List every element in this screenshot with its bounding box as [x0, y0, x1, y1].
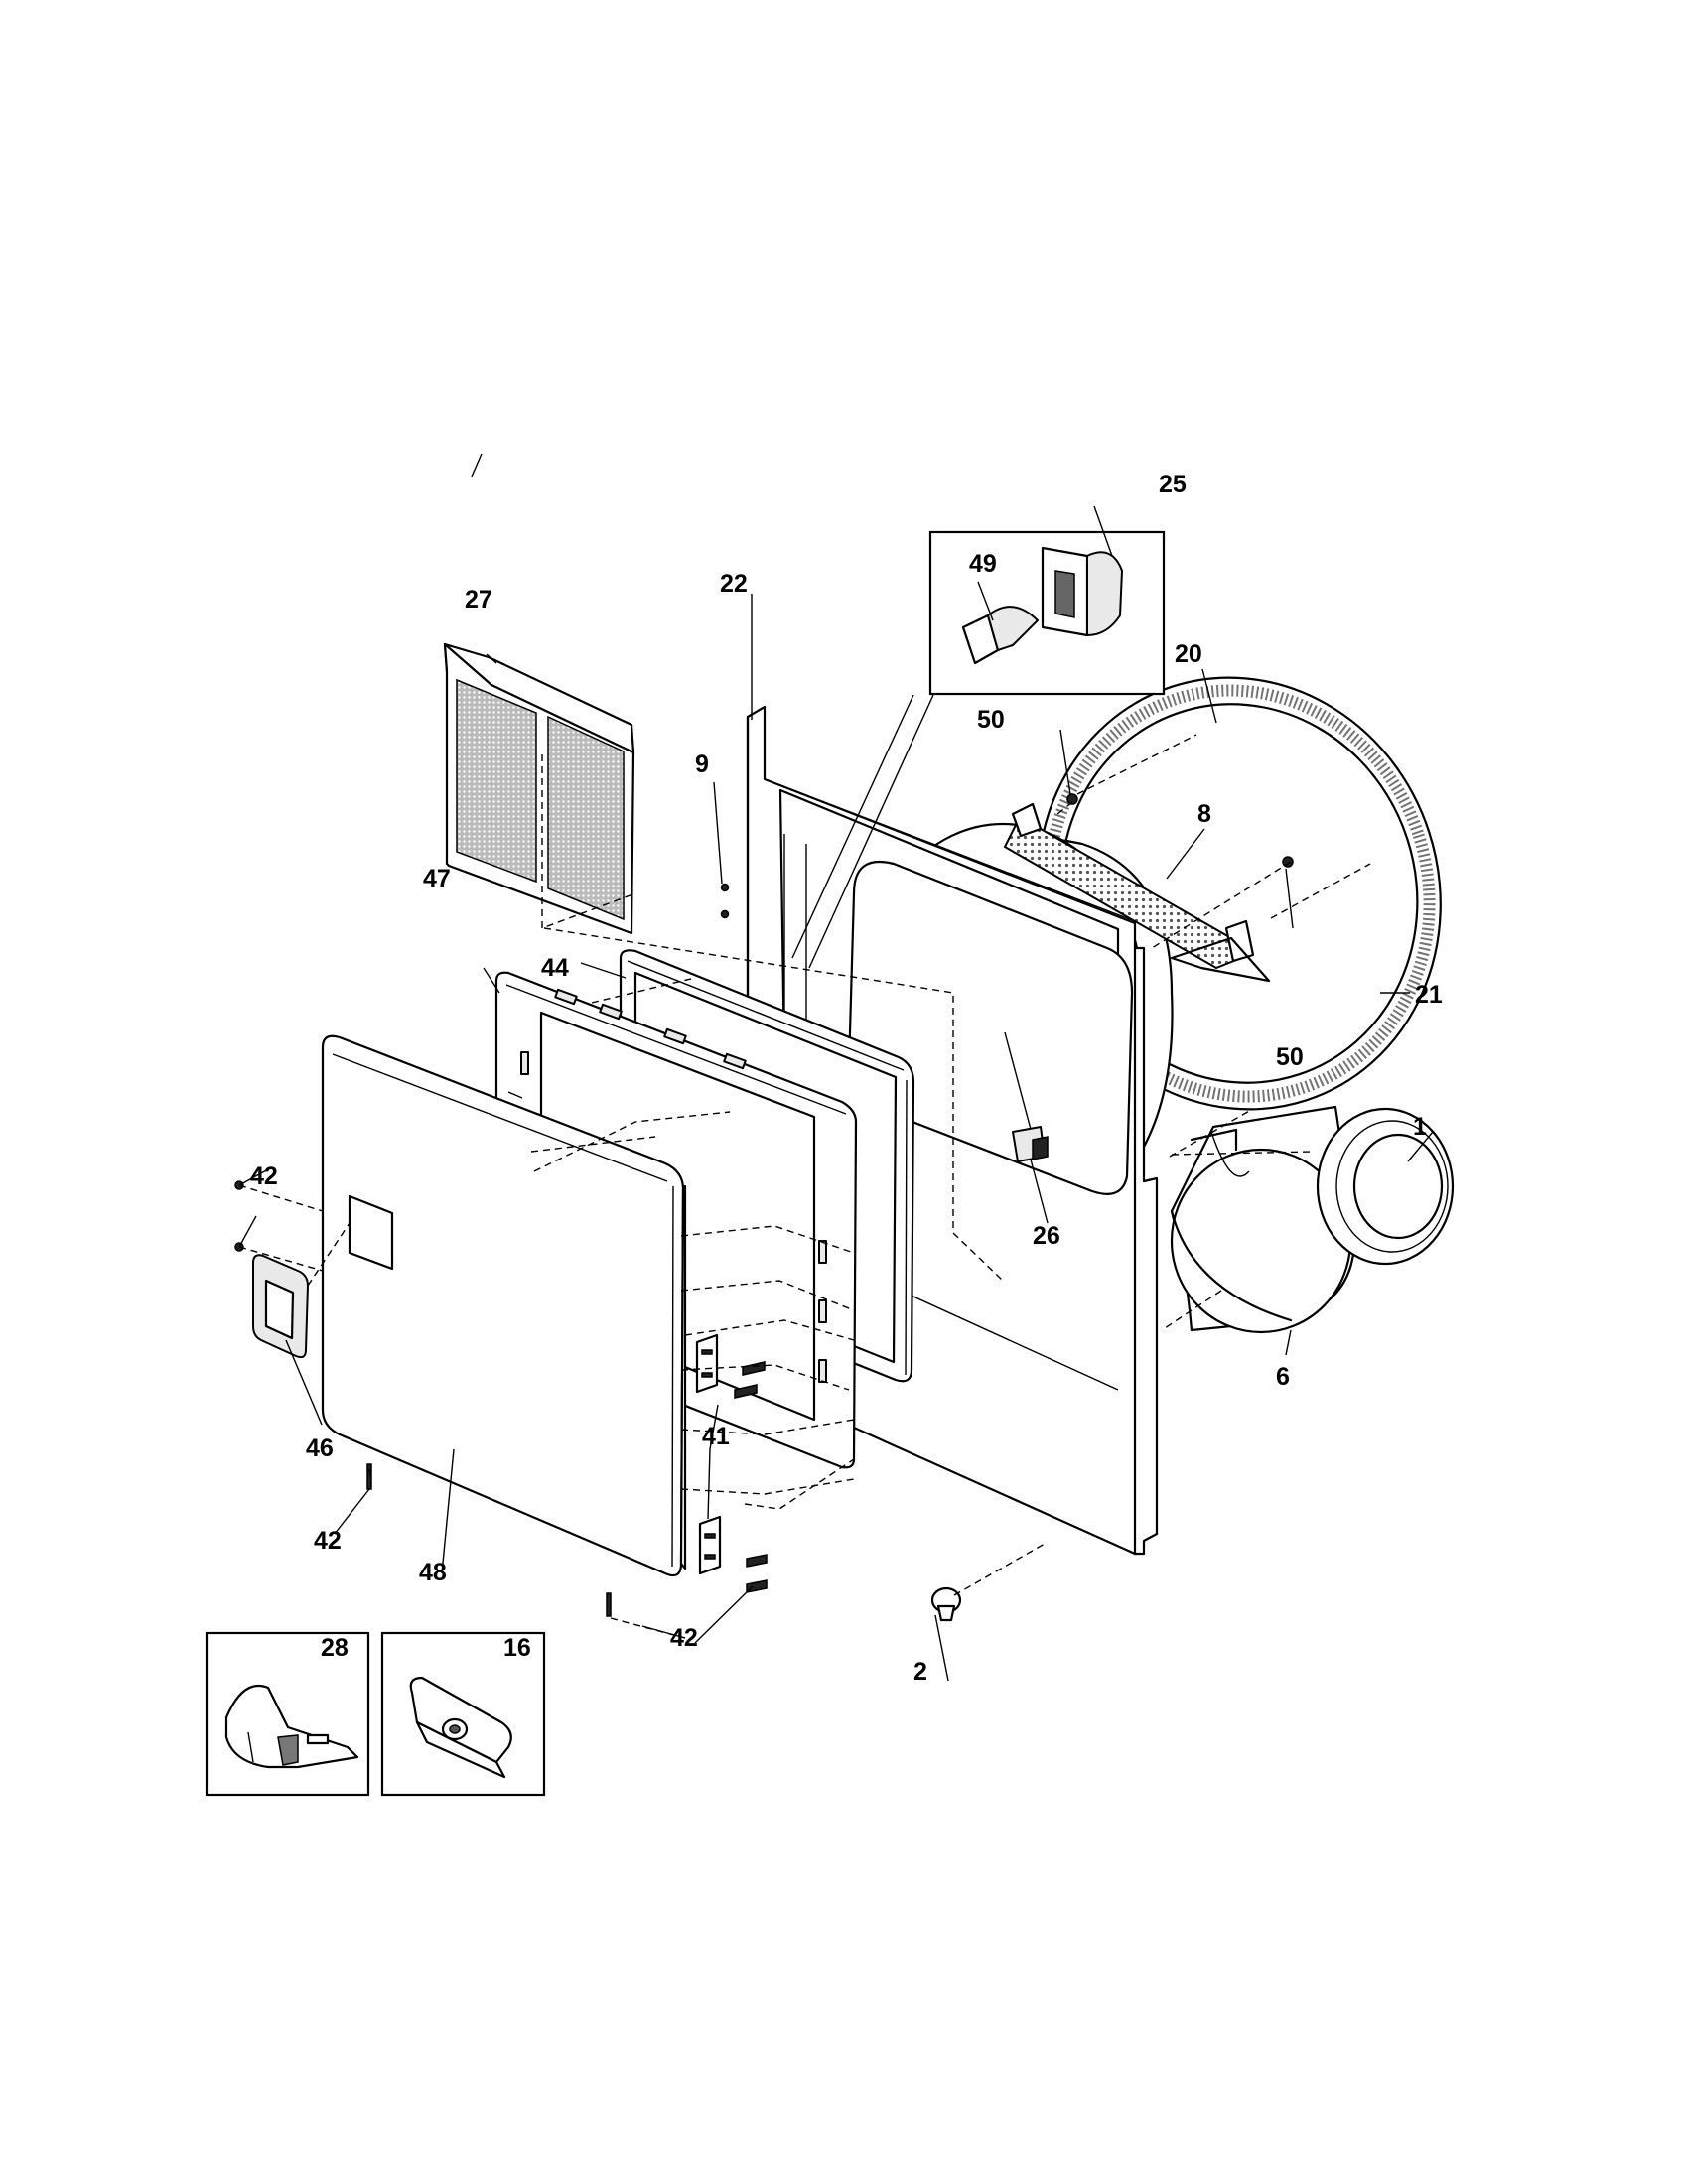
callout-25: 25	[1159, 471, 1187, 498]
callout-1: 1	[1413, 1113, 1427, 1141]
door-switch	[1004, 1031, 1049, 1162]
callout-49: 49	[969, 550, 997, 578]
callout-8: 8	[1197, 800, 1211, 828]
callout-6: 6	[1276, 1363, 1290, 1391]
callout-48: 48	[419, 1559, 447, 1586]
door-handle	[252, 1254, 309, 1359]
callout-47: 47	[423, 865, 451, 892]
callout-50-lower: 50	[1276, 1043, 1304, 1071]
callout-20: 20	[1175, 640, 1202, 668]
upper-hinge	[695, 1333, 719, 1394]
lower-hinge	[698, 1515, 722, 1575]
callout-22: 22	[720, 570, 748, 598]
callout-42-left: 42	[250, 1162, 278, 1190]
callout-50-upper: 50	[977, 706, 1005, 734]
leveling-foot	[930, 1586, 962, 1622]
inset-box-lint-housing	[928, 530, 1166, 696]
callout-41: 41	[702, 1423, 730, 1450]
leader-lines	[238, 453, 1434, 1682]
assembly-lines	[238, 734, 1371, 1639]
lint-filter	[443, 642, 635, 935]
callout-46: 46	[306, 1434, 334, 1462]
callout-28: 28	[321, 1634, 349, 1662]
callout-26: 26	[1033, 1222, 1060, 1250]
callout-44: 44	[541, 954, 569, 982]
callout-42-bottom: 42	[670, 1624, 698, 1652]
callout-9: 9	[695, 751, 709, 778]
outer-door	[321, 1034, 687, 1577]
callout-21: 21	[1415, 981, 1443, 1009]
callout-labels: 25 49 27 22 20 50 9 8 47 44 21 50 1 42 2…	[250, 471, 1443, 1686]
callout-27: 27	[465, 586, 492, 614]
callout-42-bottom-left: 42	[314, 1527, 342, 1555]
screws	[234, 793, 1294, 1617]
callout-16: 16	[503, 1634, 531, 1662]
lint-grille	[1003, 802, 1271, 983]
inset-box-16	[380, 1631, 546, 1797]
exhaust-duct	[1170, 1105, 1356, 1334]
callout-2: 2	[913, 1658, 927, 1686]
inset-box-28	[205, 1631, 370, 1797]
